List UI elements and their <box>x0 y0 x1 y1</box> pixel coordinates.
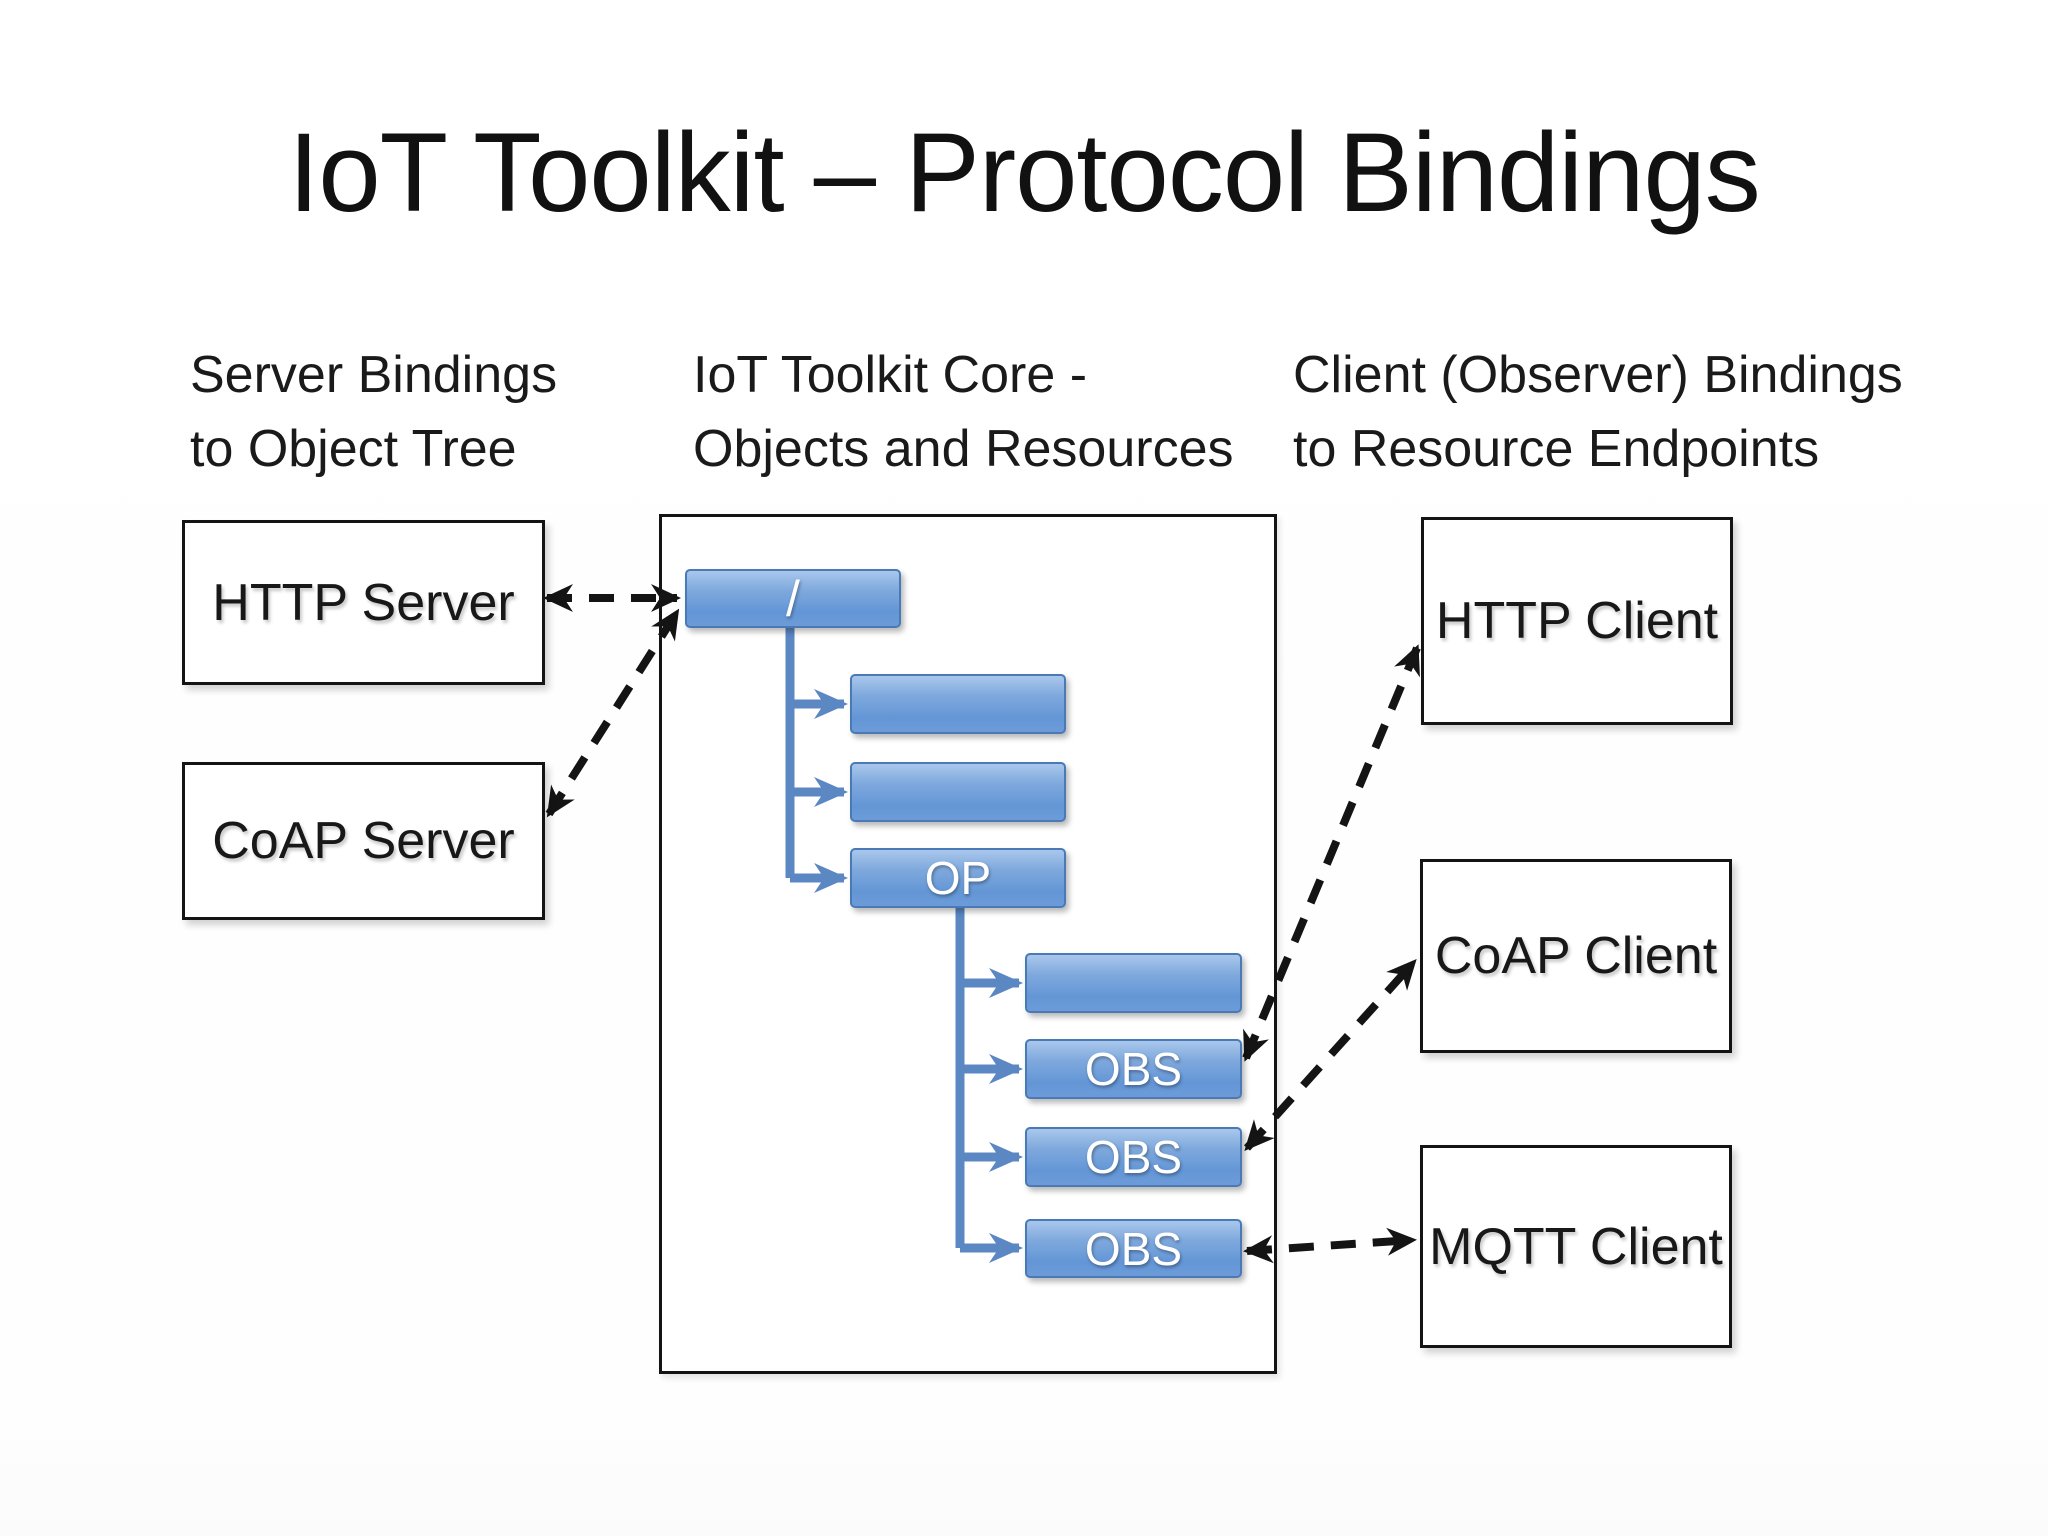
tree-node-obs3-label: OBS <box>1084 1222 1183 1275</box>
tree-node-op: OP <box>850 848 1066 908</box>
tree-node-obs1-label: OBS <box>1084 1043 1183 1095</box>
http-server-box: HTTP Server <box>182 520 545 685</box>
coap-client-label: CoAP Client <box>1434 927 1718 985</box>
heading-server-bindings-line2: to Object Tree <box>190 420 517 478</box>
coap-server-label: CoAP Server <box>212 812 515 870</box>
page-title: IoT Toolkit – Protocol Bindings <box>288 110 1760 235</box>
tree-node-op-label: OP <box>924 852 992 904</box>
arrow-coap-server-root <box>545 608 681 818</box>
tree-node-root: / <box>685 569 901 628</box>
tree-node-child1 <box>850 674 1066 734</box>
arrow-obs1-http-client <box>1242 644 1421 1062</box>
coap-client-box: CoAP Client <box>1420 859 1732 1053</box>
heading-server-bindings: Server Bindings to Object Tree <box>190 338 557 486</box>
heading-toolkit-core: IoT Toolkit Core - Objects and Resources <box>693 338 1234 486</box>
heading-client-bindings: Client (Observer) Bindings to Resource E… <box>1293 338 1903 486</box>
tree-node-child2 <box>850 762 1066 822</box>
arrow-obs2-coap-client <box>1244 959 1417 1151</box>
tree-node-obs2-label: OBS <box>1084 1131 1183 1183</box>
tree-node-obs2: OBS <box>1025 1127 1242 1187</box>
heading-client-bindings-line1: Client (Observer) Bindings <box>1293 346 1903 404</box>
coap-server-box: CoAP Server <box>182 762 545 920</box>
heading-toolkit-core-line1: IoT Toolkit Core - <box>693 346 1088 404</box>
heading-client-bindings-line2: to Resource Endpoints <box>1293 420 1820 478</box>
arrow-obs3-mqtt-client <box>1243 1227 1417 1264</box>
tree-node-obs1: OBS <box>1025 1039 1242 1099</box>
mqtt-client-label: MQTT Client <box>1429 1217 1723 1276</box>
heading-server-bindings-line1: Server Bindings <box>190 346 558 404</box>
tree-node-obs3: OBS <box>1025 1219 1242 1278</box>
tree-node-op-child1 <box>1025 953 1242 1013</box>
http-client-box: HTTP Client <box>1421 517 1733 725</box>
http-client-label: HTTP Client <box>1435 592 1719 650</box>
http-server-label: HTTP Server <box>212 573 515 632</box>
tree-node-root-label: / <box>786 570 800 627</box>
mqtt-client-box: MQTT Client <box>1420 1145 1732 1348</box>
heading-toolkit-core-line2: Objects and Resources <box>693 420 1234 478</box>
